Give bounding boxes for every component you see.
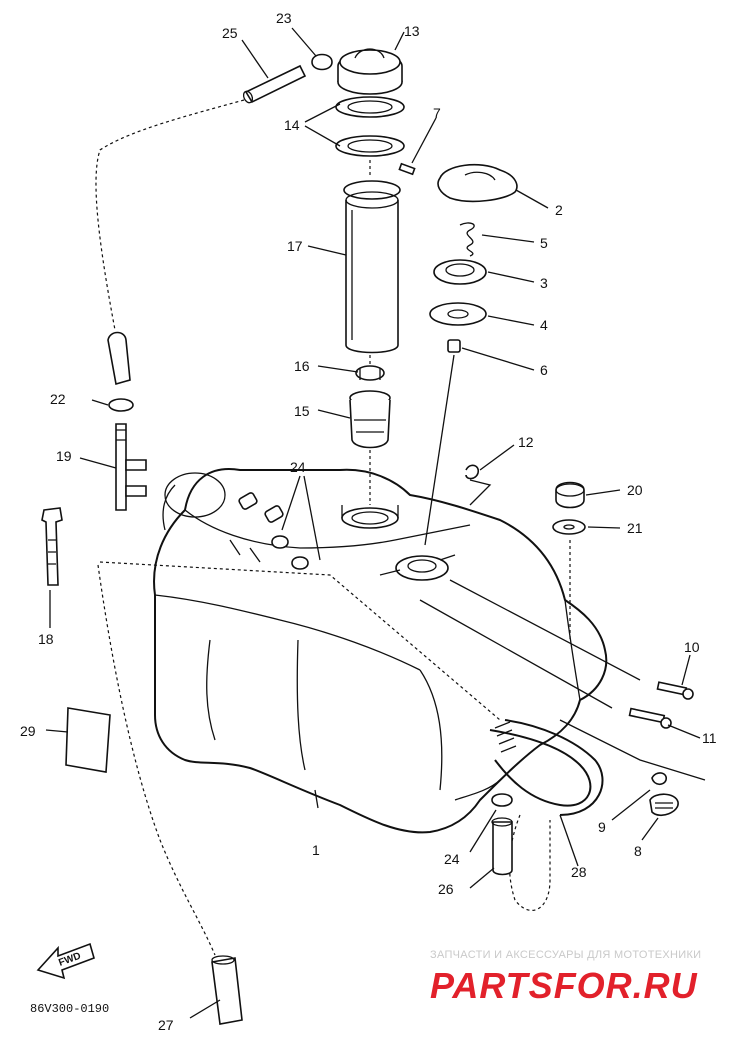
nut-washer bbox=[552, 481, 586, 640]
hose-27 bbox=[97, 561, 501, 1025]
callout-13: 13 bbox=[404, 23, 420, 39]
hose-28 bbox=[489, 719, 604, 911]
callout-9: 9 bbox=[598, 819, 606, 835]
callout-22: 22 bbox=[50, 391, 66, 407]
band-18 bbox=[41, 507, 63, 586]
watermark: ЗАПЧАСТИ И АКСЕССУАРЫ ДЛЯ МОТОТЕХНИКИ PA… bbox=[430, 949, 701, 1006]
filler-cap-assembly bbox=[335, 48, 405, 505]
callout-12: 12 bbox=[518, 434, 534, 450]
fuel-tank bbox=[153, 468, 608, 834]
hose-26 bbox=[491, 793, 513, 876]
bolts bbox=[419, 579, 694, 729]
callout-1: 1 bbox=[312, 842, 320, 858]
clip-12 bbox=[465, 464, 480, 480]
callout-2: 2 bbox=[555, 202, 563, 218]
callout-18: 18 bbox=[38, 631, 54, 647]
callout-10: 10 bbox=[684, 639, 700, 655]
watermark-brand: PARTSFOR.RU bbox=[430, 965, 698, 1006]
callout-7: 7 bbox=[433, 105, 441, 121]
callout-23: 23 bbox=[276, 10, 292, 26]
callout-24-bottom: 24 bbox=[444, 851, 460, 867]
callout-24-top: 24 bbox=[290, 459, 306, 475]
callout-27: 27 bbox=[158, 1017, 174, 1033]
drawing-code: 86V300-0190 bbox=[30, 1002, 109, 1016]
fuel-line bbox=[95, 53, 333, 511]
callout-6: 6 bbox=[540, 362, 548, 378]
callout-8: 8 bbox=[634, 843, 642, 859]
callout-29: 29 bbox=[20, 723, 36, 739]
fittings-8-9 bbox=[559, 719, 706, 817]
gauge-parts bbox=[398, 162, 518, 546]
callout-15: 15 bbox=[294, 403, 310, 419]
callout-25: 25 bbox=[222, 25, 238, 41]
clamps-24 bbox=[229, 492, 309, 570]
callout-28: 28 bbox=[571, 864, 587, 880]
callout-11: 11 bbox=[702, 730, 717, 746]
watermark-tagline: ЗАПЧАСТИ И АКСЕССУАРЫ ДЛЯ МОТОТЕХНИКИ bbox=[430, 949, 701, 961]
callout-4: 4 bbox=[540, 317, 548, 333]
callout-19: 19 bbox=[56, 448, 72, 464]
callout-14: 14 bbox=[284, 117, 300, 133]
callout-16: 16 bbox=[294, 358, 310, 374]
callout-26: 26 bbox=[438, 881, 454, 897]
callout-labels: 13 23 25 14 7 2 5 3 4 6 17 16 15 12 20 2… bbox=[20, 10, 717, 1033]
leader-lines bbox=[45, 27, 701, 1019]
pad-29 bbox=[65, 707, 111, 773]
callout-20: 20 bbox=[627, 482, 643, 498]
callout-5: 5 bbox=[540, 235, 548, 251]
callout-21: 21 bbox=[627, 520, 643, 536]
callout-17: 17 bbox=[287, 238, 303, 254]
fwd-arrow-icon: FWD bbox=[36, 942, 95, 980]
callout-3: 3 bbox=[540, 275, 548, 291]
